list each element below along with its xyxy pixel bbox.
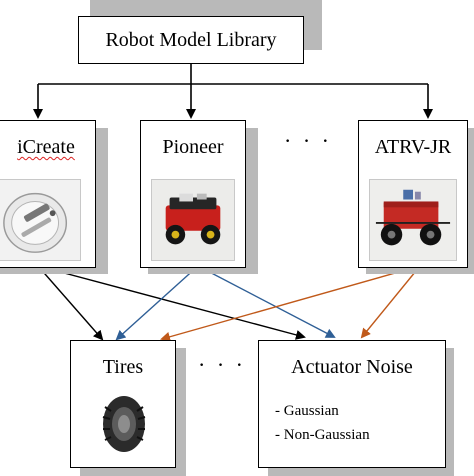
robot-box-pioneer: Pioneer (140, 120, 246, 268)
robot-box-icreate: iCreate (0, 120, 96, 268)
tire-photo (89, 393, 159, 455)
pioneer-photo (151, 179, 235, 261)
atrv-jr-photo (369, 179, 457, 261)
edge-atrv-actuator (360, 265, 421, 339)
noise-item-gaussian: - Gaussian (275, 403, 339, 419)
edge-icreate-actuator (37, 265, 306, 340)
robot-label-pioneer: Pioneer (162, 136, 224, 158)
library-title: Robot Model Library (105, 29, 277, 51)
robot-label-icreate: iCreate (17, 136, 75, 158)
component-label-tires: Tires (102, 356, 144, 378)
robots-ellipsis: · · · (284, 128, 332, 153)
icreate-photo (0, 179, 81, 261)
edge-pioneer-actuator (197, 265, 336, 338)
noise-item-non-gaussian: - Non-Gaussian (275, 427, 370, 443)
edge-pioneer-tires (115, 265, 199, 341)
edge-atrv-tires (160, 265, 421, 342)
components-ellipsis: · · · (198, 352, 246, 377)
library-to-robots-edges (33, 63, 433, 119)
component-label-actuator-noise: Actuator Noise (291, 356, 413, 378)
library-box: Robot Model Library (78, 16, 304, 64)
edge-icreate-tires (37, 265, 104, 341)
component-box-actuator-noise: Actuator Noise - Gaussian - Non-Gaussian (258, 340, 446, 468)
component-box-tires: Tires (70, 340, 176, 468)
robot-box-atrv-jr: ATRV-JR (358, 120, 468, 268)
robot-label-atrv-jr: ATRV-JR (374, 136, 452, 158)
